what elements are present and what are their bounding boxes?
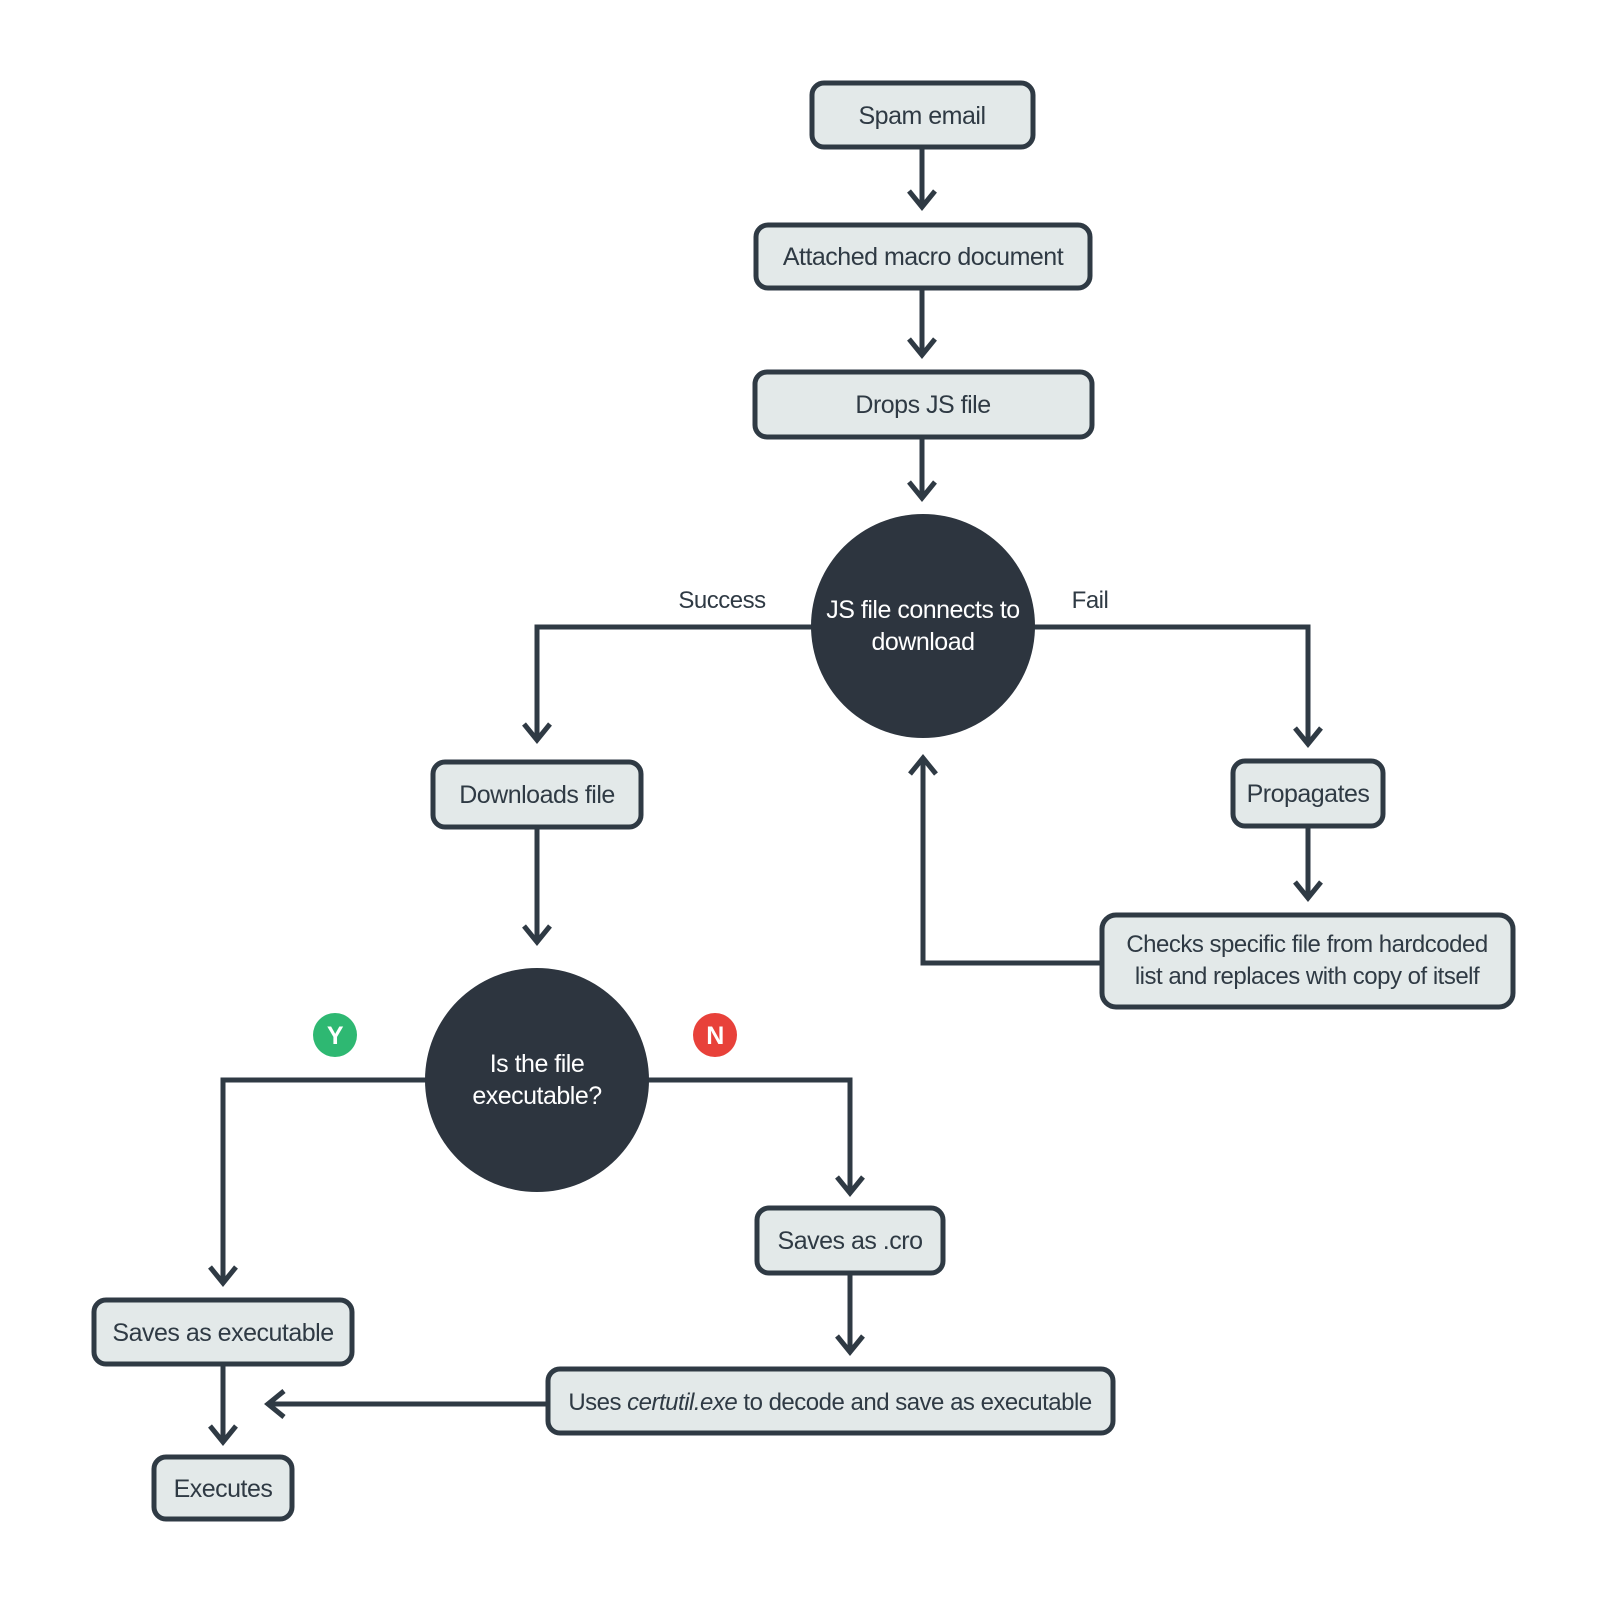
arrowhead-down-icon xyxy=(907,480,937,502)
uses-certutil-prefix: Uses xyxy=(568,1389,627,1416)
badge-no-label: N xyxy=(706,1022,724,1050)
arrowhead-left-icon xyxy=(264,1389,286,1419)
decision-js-file-connects-label-line2: download xyxy=(871,628,974,656)
decision-is-file-executable-label-line2: executable? xyxy=(472,1082,601,1110)
decision-is-file-executable-shape xyxy=(425,968,649,1192)
arrowhead-down-icon xyxy=(522,722,552,744)
arrowhead-down-icon xyxy=(208,1424,238,1446)
node-downloads-file-shape xyxy=(430,759,644,830)
node-attached-macro-document-label: Attached macro document xyxy=(783,243,1064,271)
badge-yes-circle xyxy=(313,1013,357,1057)
node-propagates: Propagates xyxy=(1230,758,1386,829)
node-downloads-file-label: Downloads file xyxy=(459,781,615,809)
node-saves-as-executable-label: Saves as executable xyxy=(112,1319,333,1347)
arrowhead-down-icon xyxy=(1293,726,1323,748)
node-executes: Executes xyxy=(151,1454,295,1522)
edge-checks-back-to-connects xyxy=(920,758,1102,966)
node-saves-as-executable: Saves as executable xyxy=(91,1297,355,1367)
node-propagates-label: Propagates xyxy=(1247,780,1370,808)
arrowhead-down-icon xyxy=(835,1334,865,1356)
node-attached-macro-document: Attached macro document xyxy=(753,222,1093,291)
node-executes-shape xyxy=(151,1454,295,1522)
badge-yes: Y xyxy=(313,1013,357,1057)
node-saves-as-cro-label: Saves as .cro xyxy=(778,1227,923,1255)
node-attached-macro-document-shape xyxy=(753,222,1093,291)
node-spam-email-shape xyxy=(809,80,1036,150)
decision-js-file-connects-label-line1: JS file connects to xyxy=(826,596,1019,624)
badge-no: N xyxy=(693,1013,737,1057)
edge-success-branch xyxy=(534,624,880,740)
label-fail: Fail xyxy=(1072,587,1109,614)
node-checks-specific-file-shape xyxy=(1099,912,1516,1010)
node-propagates-shape xyxy=(1230,758,1386,829)
node-executes-label: Executes xyxy=(174,1475,273,1503)
label-success: Success xyxy=(678,587,766,614)
arrowhead-down-icon xyxy=(907,337,937,359)
edge-no-branch xyxy=(590,1077,853,1193)
node-downloads-file: Downloads file xyxy=(430,759,644,830)
edge-yes-branch xyxy=(220,1077,490,1283)
arrowhead-down-icon xyxy=(907,189,937,211)
node-uses-certutil-label: Uses certutil.exe to decode and save as … xyxy=(568,1389,1092,1416)
decision-is-file-executable-label-line1: Is the file xyxy=(490,1050,585,1078)
node-drops-js-file-label: Drops JS file xyxy=(855,391,990,419)
node-saves-as-cro: Saves as .cro xyxy=(754,1205,946,1276)
arrowhead-down-icon xyxy=(835,1175,865,1197)
node-spam-email: Spam email xyxy=(809,80,1036,150)
arrowhead-down-icon xyxy=(522,924,552,946)
node-drops-js-file: Drops JS file xyxy=(752,369,1095,440)
node-saves-as-executable-shape xyxy=(91,1297,355,1367)
arrowhead-down-icon xyxy=(1293,880,1323,902)
node-checks-specific-file: Checks specific file from hardcoded list… xyxy=(1099,912,1516,1010)
uses-certutil-italic: certutil.exe xyxy=(627,1389,737,1416)
badge-yes-label: Y xyxy=(327,1022,344,1050)
uses-certutil-suffix: to decode and save as executable xyxy=(737,1389,1092,1416)
arrowhead-down-icon xyxy=(208,1265,238,1287)
node-checks-specific-file-label-line2: list and replaces with copy of itself xyxy=(1135,963,1480,990)
decision-js-file-connects: JS file connects to download xyxy=(811,514,1035,738)
node-uses-certutil: Uses certutil.exe to decode and save as … xyxy=(545,1366,1116,1436)
node-spam-email-label: Spam email xyxy=(859,102,986,130)
node-uses-certutil-shape xyxy=(545,1366,1116,1436)
arrowhead-up-icon xyxy=(908,754,938,776)
edge-fail-branch xyxy=(960,624,1311,744)
node-saves-as-cro-shape xyxy=(754,1205,946,1276)
badge-no-circle xyxy=(693,1013,737,1057)
decision-is-file-executable: Is the file executable? xyxy=(425,968,649,1192)
decision-js-file-connects-shape xyxy=(811,514,1035,738)
node-drops-js-file-shape xyxy=(752,369,1095,440)
node-checks-specific-file-label-line1: Checks specific file from hardcoded xyxy=(1126,931,1487,958)
